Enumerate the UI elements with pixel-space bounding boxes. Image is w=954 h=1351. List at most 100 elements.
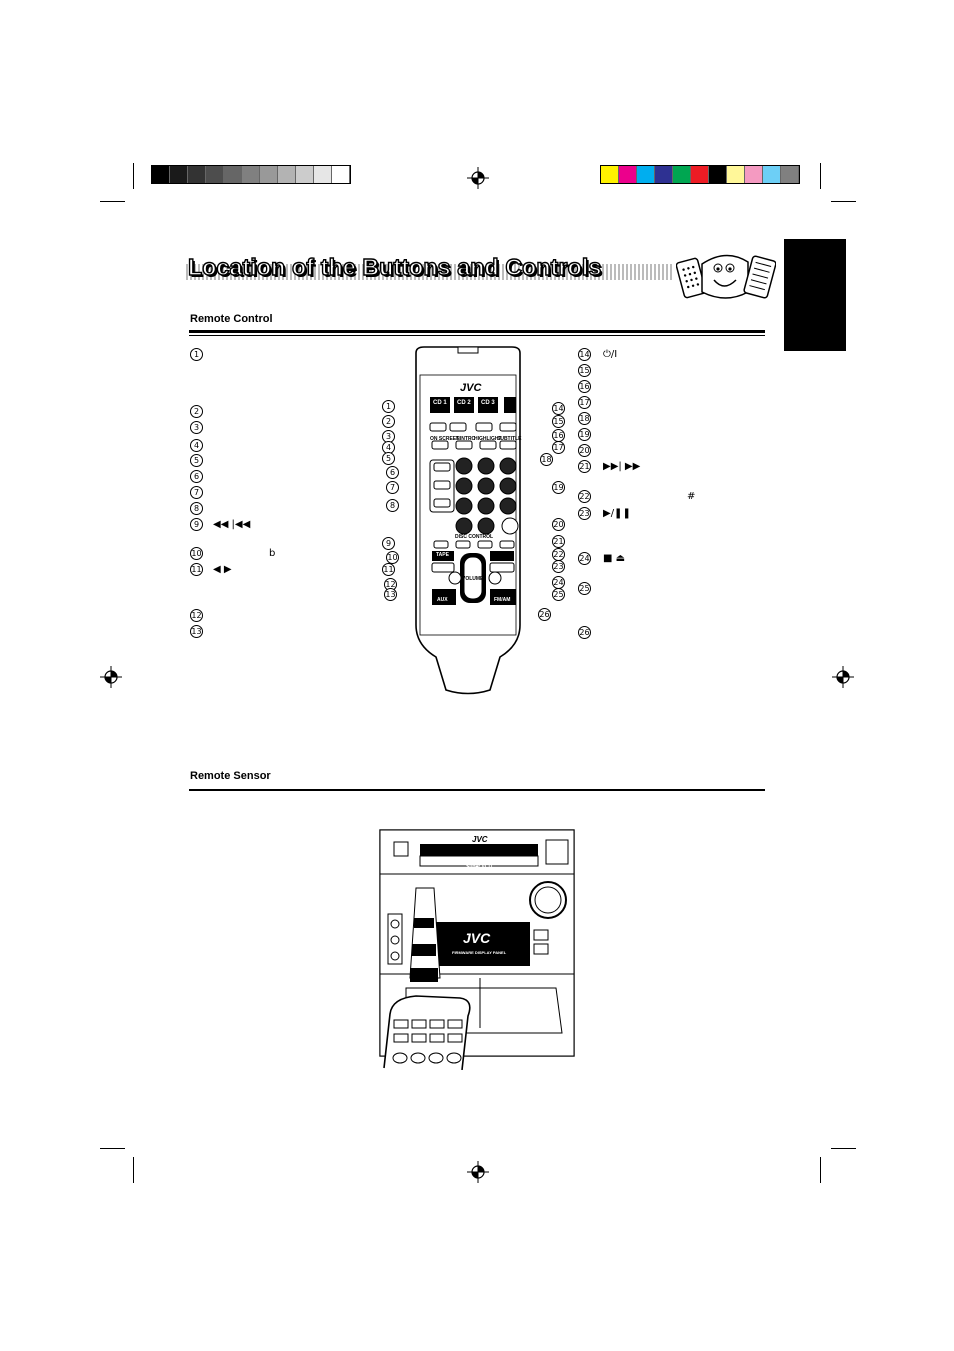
callout-number: 6 bbox=[190, 470, 203, 483]
color-swatch bbox=[601, 166, 619, 183]
callout-number: 9 bbox=[190, 518, 203, 531]
remote-subtitle-label: SUBTITLE bbox=[497, 436, 522, 442]
section-rule bbox=[189, 335, 765, 336]
crop-mark bbox=[100, 201, 125, 202]
button-symbol: ■ ⏏ bbox=[603, 553, 626, 564]
color-swatch bbox=[709, 166, 727, 183]
registration-mark-icon bbox=[832, 666, 854, 688]
callout-number: 7 bbox=[190, 486, 203, 499]
crop-mark bbox=[820, 163, 821, 189]
callout-number: 8 bbox=[190, 502, 203, 515]
callout-list-item: 3 bbox=[190, 421, 203, 434]
section-heading-remote-control: Remote Control bbox=[190, 313, 273, 325]
callout-list-item: 1 bbox=[190, 348, 203, 361]
callout-number: 16 bbox=[578, 380, 591, 393]
callout-list-item: 17 bbox=[578, 396, 591, 409]
callout-list-item: 5 bbox=[190, 454, 203, 467]
remote-callout-number: 25 bbox=[552, 588, 565, 601]
remote-callout-number: 16 bbox=[552, 429, 565, 442]
button-symbol: b bbox=[269, 548, 276, 559]
remote-callout-number: 11 bbox=[382, 563, 395, 576]
callout-number: 21 bbox=[578, 460, 591, 473]
remote-title-intro-label: T.INTRO bbox=[456, 436, 476, 442]
remote-callout-number: 5 bbox=[382, 452, 395, 465]
gray-swatch bbox=[260, 166, 278, 183]
unit-super-vcd-label: Super VCD bbox=[466, 864, 493, 870]
gray-swatch bbox=[170, 166, 188, 183]
remote-callout-number: 20 bbox=[552, 518, 565, 531]
callout-number: 5 bbox=[190, 454, 203, 467]
gray-swatch bbox=[206, 166, 224, 183]
callout-number: 17 bbox=[578, 396, 591, 409]
callout-list-item: 10 b bbox=[190, 547, 275, 560]
callout-number: 23 bbox=[578, 507, 591, 520]
button-symbol: ▶/❚❚ bbox=[603, 508, 631, 519]
callout-list-item: 8 bbox=[190, 502, 203, 515]
callout-list-item: 11◀ ▶ bbox=[190, 563, 232, 576]
crop-mark bbox=[133, 163, 134, 189]
accordion-mascot-icon bbox=[676, 254, 776, 299]
crop-mark bbox=[133, 1157, 134, 1183]
button-symbol: ▶▶| ▶▶ bbox=[603, 461, 641, 472]
callout-list-item: 24 ■ ⏏ bbox=[578, 552, 625, 565]
color-swatch bbox=[619, 166, 637, 183]
callout-list-item: 21 ▶▶| ▶▶ bbox=[578, 460, 640, 473]
callout-number: 25 bbox=[578, 582, 591, 595]
section-rule bbox=[189, 330, 765, 333]
unit-display-brand: JVC bbox=[463, 930, 491, 946]
button-symbol: ◀◀ |◀◀ bbox=[213, 519, 251, 530]
gray-color-bar bbox=[151, 165, 351, 184]
crop-mark bbox=[831, 1148, 856, 1149]
callout-list-item: 7 bbox=[190, 486, 203, 499]
remote-callout-number: 13 bbox=[384, 588, 397, 601]
remote-callout-number: 24 bbox=[552, 576, 565, 589]
callout-list-item: 14⏻/I bbox=[578, 348, 617, 361]
callout-number: 24 bbox=[578, 552, 591, 565]
remote-brand-logo: JVC bbox=[460, 382, 482, 394]
remote-cd1-label: CD 1 bbox=[433, 400, 447, 406]
remote-volume-label: VOLUME bbox=[462, 576, 484, 582]
remote-callout-number: 14 bbox=[552, 402, 565, 415]
callout-number: 4 bbox=[190, 439, 203, 452]
remote-callout-number: 15 bbox=[552, 415, 565, 428]
remote-callout-number: 1 bbox=[382, 400, 395, 413]
callout-number: 13 bbox=[190, 625, 203, 638]
gray-swatch bbox=[188, 166, 206, 183]
gray-swatch bbox=[278, 166, 296, 183]
page-title: Location of the Buttons and Controls bbox=[186, 253, 672, 284]
callout-number: 19 bbox=[578, 428, 591, 441]
callout-number: 12 bbox=[190, 609, 203, 622]
remote-callout-number: 26 bbox=[538, 608, 551, 621]
callout-number: 22 bbox=[578, 490, 591, 503]
remote-fm-am-label: FM/AM bbox=[494, 597, 511, 603]
callout-list-item: 22 # bbox=[578, 490, 695, 503]
gray-swatch bbox=[332, 166, 350, 183]
section-heading-remote-sensor: Remote Sensor bbox=[190, 770, 271, 782]
callout-list-item: 2 bbox=[190, 405, 203, 418]
color-swatch bbox=[763, 166, 781, 183]
callout-number: 3 bbox=[190, 421, 203, 434]
callout-list-item: 9 ◀◀ |◀◀ bbox=[190, 518, 250, 531]
callout-number: 26 bbox=[578, 626, 591, 639]
color-swatch bbox=[727, 166, 745, 183]
color-swatch bbox=[781, 166, 799, 183]
color-swatch bbox=[637, 166, 655, 183]
unit-display-label: FIRMWARE DISPLAY PANEL bbox=[452, 950, 507, 955]
stereo-unit-illustration bbox=[379, 829, 575, 1070]
callout-list-item: 20 bbox=[578, 444, 591, 457]
remote-callout-number: 18 bbox=[540, 453, 553, 466]
callout-list-item: 16 bbox=[578, 380, 591, 393]
callout-list-item: 18 bbox=[578, 412, 591, 425]
callout-list-item: 4 bbox=[190, 439, 203, 452]
callout-number: 15 bbox=[578, 364, 591, 377]
remote-callout-number: 23 bbox=[552, 560, 565, 573]
color-swatch bbox=[673, 166, 691, 183]
title-underline-pattern bbox=[186, 264, 672, 280]
crop-mark bbox=[820, 1157, 821, 1183]
registration-mark-icon bbox=[467, 167, 489, 189]
callout-number: 10 bbox=[190, 547, 203, 560]
callout-number: 18 bbox=[578, 412, 591, 425]
button-symbol: # bbox=[687, 491, 696, 502]
language-tab bbox=[784, 239, 846, 351]
callout-list-item: 13 bbox=[190, 625, 203, 638]
